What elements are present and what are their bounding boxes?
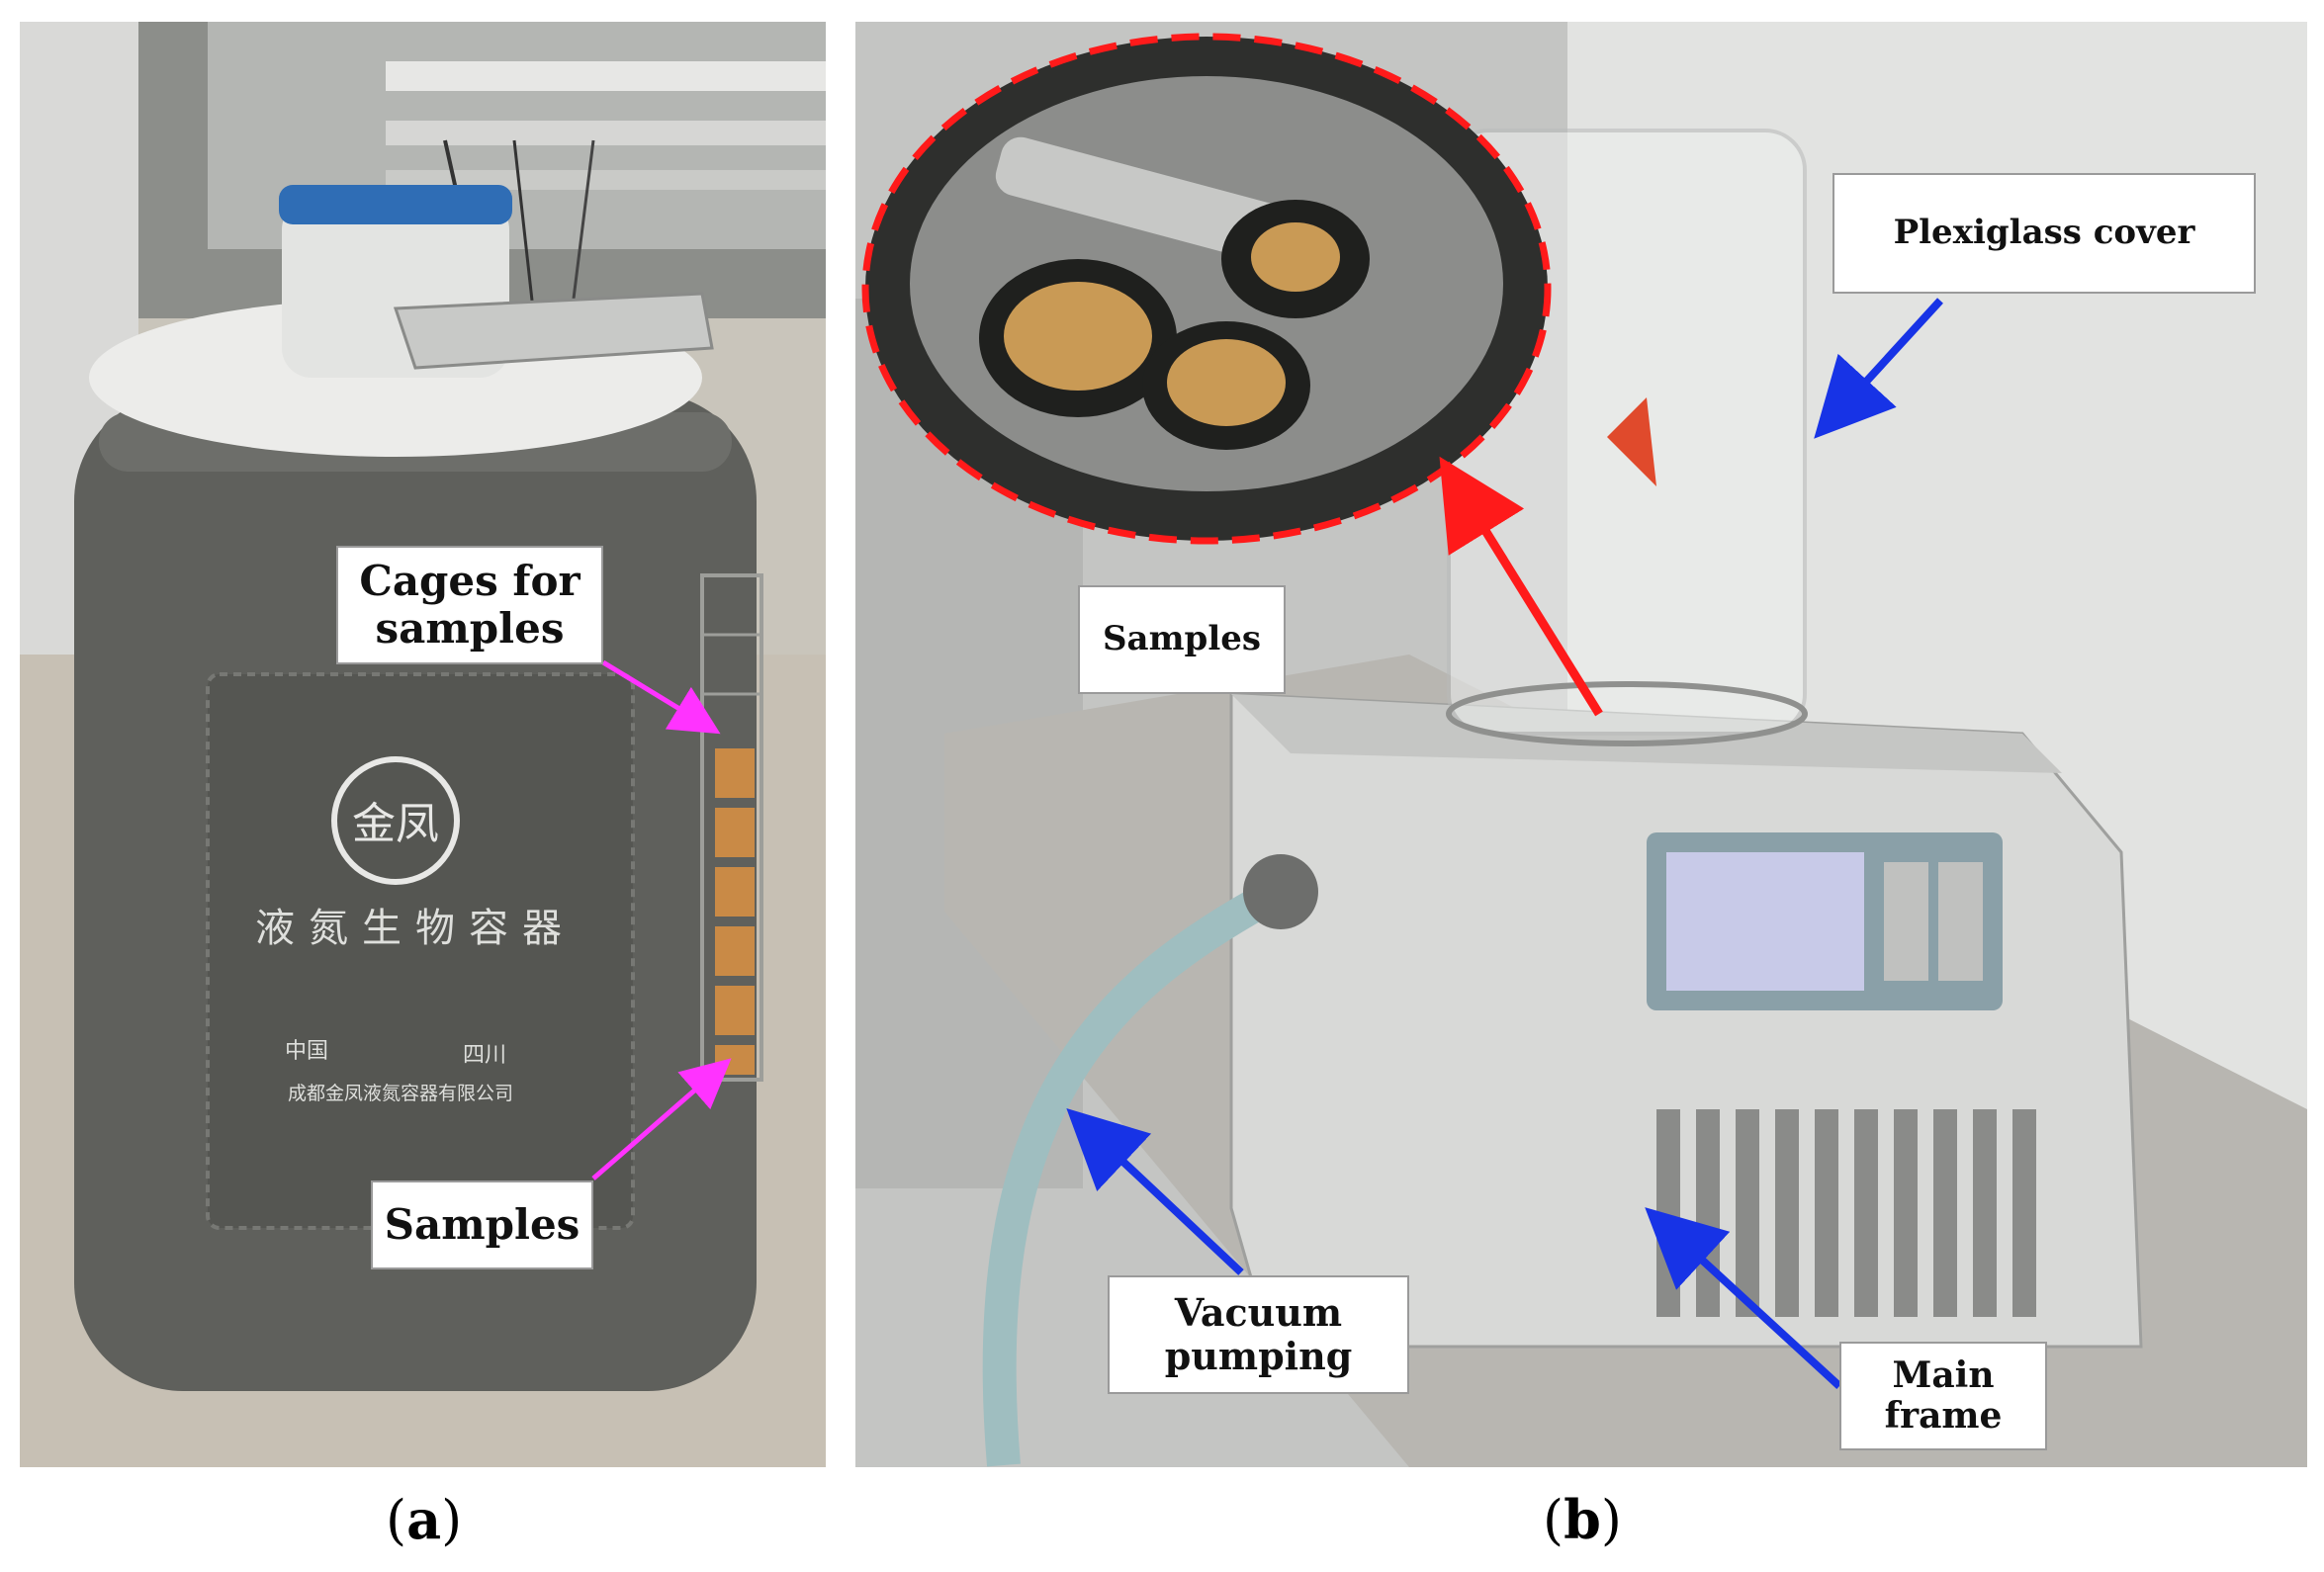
- sample-cage: [700, 573, 763, 1082]
- dewar-origin-left: 中国: [285, 1039, 328, 1064]
- caption-a: (a): [386, 1488, 463, 1551]
- dewar-logo-text: 金凤: [352, 799, 439, 849]
- caption-b-letter: b: [1564, 1488, 1601, 1551]
- panel-b-photo: Plexiglass cover Samples Vacuum pumping …: [855, 22, 2307, 1467]
- cages-for-samples-label: Cages for samples: [336, 546, 603, 664]
- plexiglass-cover-label: Plexiglass cover: [1832, 173, 2256, 294]
- vacuum-pumping-label: Vacuum pumping: [1108, 1275, 1409, 1394]
- panel-a-photo: 金凤 液氮生物容器 中国 四川 成都金凤液氮容器有限公司 Cages for s…: [20, 22, 826, 1467]
- samples-label-b: Samples: [1078, 585, 1286, 694]
- dewar-company-text: 成都金凤液氮容器有限公司: [288, 1083, 513, 1104]
- dewar-origin-right: 四川: [463, 1043, 506, 1068]
- caption-b: (b): [1543, 1488, 1622, 1551]
- main-frame-label: Main frame: [1839, 1342, 2047, 1450]
- sample-chamber-highlight: [861, 33, 1552, 545]
- caption-a-letter: a: [406, 1488, 442, 1551]
- freeze-dryer-photo: [855, 22, 2307, 1467]
- samples-label-a: Samples: [371, 1180, 593, 1269]
- dewar-title-text: 液氮生物容器: [255, 906, 576, 951]
